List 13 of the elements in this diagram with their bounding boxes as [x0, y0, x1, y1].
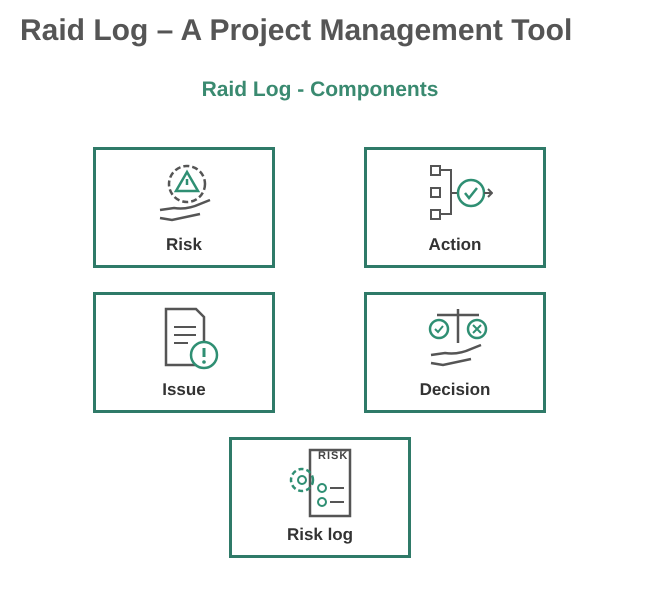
box-label: Action — [428, 235, 482, 255]
component-box — [93, 147, 275, 268]
icon-caption: RISK — [318, 450, 348, 462]
component-box — [229, 437, 411, 558]
box-label: Risk log — [286, 525, 354, 545]
component-box — [364, 292, 546, 413]
component-box — [364, 147, 546, 268]
component-box — [93, 292, 275, 413]
box-label: Risk — [165, 235, 203, 255]
title: Raid Log – A Project Management Tool — [20, 14, 572, 48]
box-label: Decision — [418, 380, 492, 400]
subtitle: Raid Log - Components — [200, 78, 440, 102]
box-label: Issue — [161, 380, 207, 400]
